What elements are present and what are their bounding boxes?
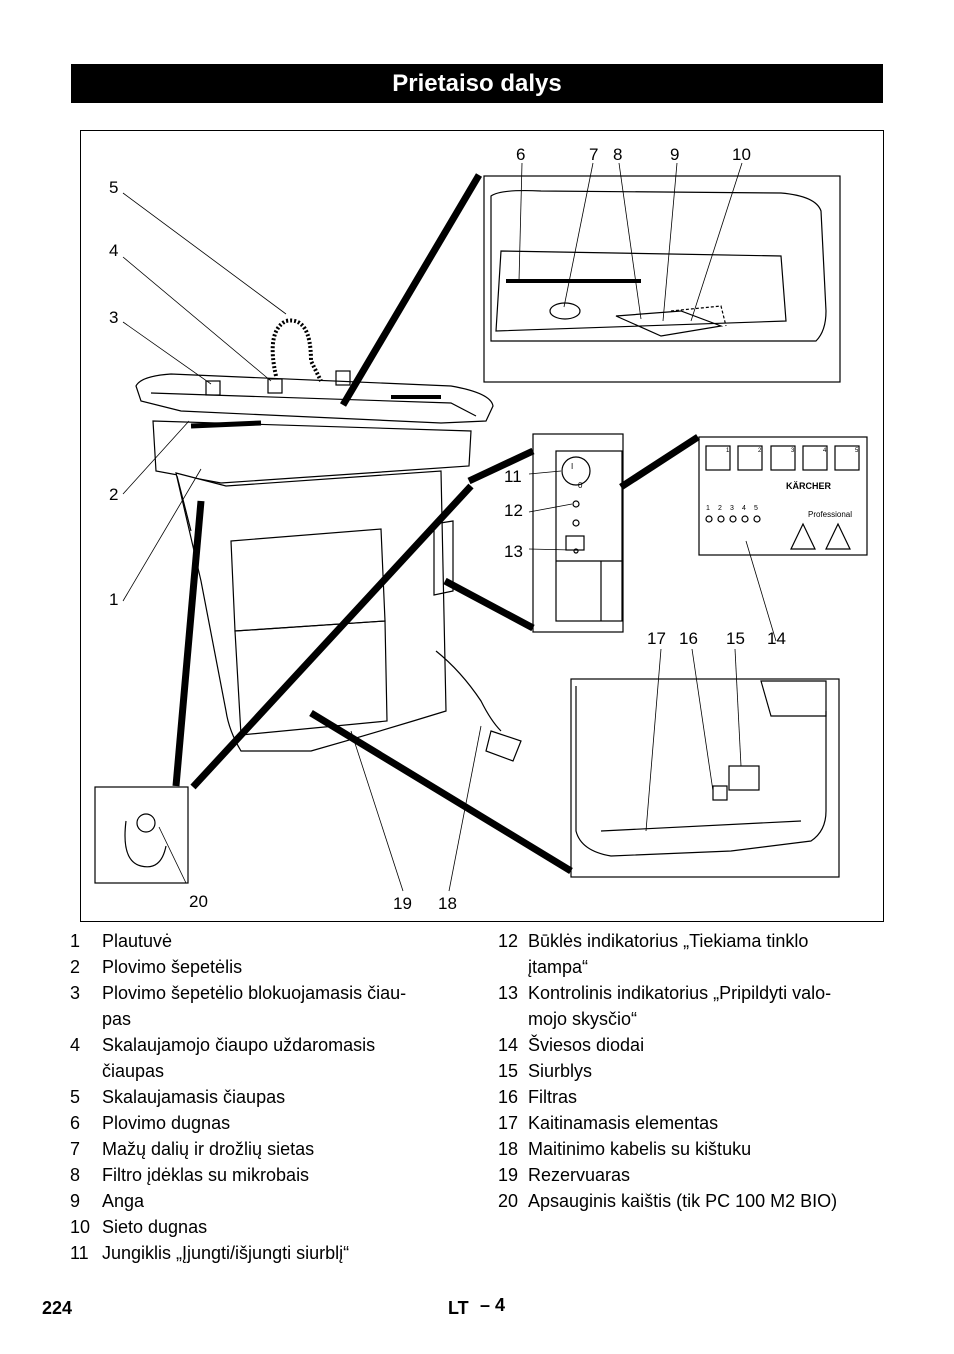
icon-number: 5 — [855, 448, 859, 454]
callout-2: 2 — [109, 485, 119, 504]
switch-mark-on: I — [571, 462, 574, 471]
callout-3: 3 — [109, 308, 119, 327]
callout-8: 8 — [613, 145, 623, 164]
panel-brand: KÄRCHER — [786, 481, 831, 491]
icon-number: 4 — [823, 448, 827, 454]
callout-14: 14 — [767, 629, 786, 648]
page-title: Prietaiso dalys — [392, 69, 562, 97]
callout-6: 6 — [516, 145, 526, 164]
led-number: 2 — [718, 505, 722, 512]
callout-12: 12 — [504, 501, 523, 520]
callout-19: 19 — [393, 894, 412, 913]
callout-5: 5 — [109, 178, 119, 197]
switch-mark-off: 0 — [578, 481, 583, 490]
page-title-bar: Prietaiso dalys — [71, 64, 883, 103]
callout-11: 11 — [504, 467, 522, 486]
parts-diagram: 6 7 8 9 10 5 4 3 2 1 11 12 13 17 16 15 1… — [80, 130, 884, 922]
icon-number: 3 — [791, 448, 795, 454]
legend-item: įtampa“ — [528, 957, 589, 977]
callout-20: 20 — [189, 892, 208, 911]
callout-4: 4 — [109, 241, 119, 260]
footer-page-ref: – 4 — [480, 1295, 506, 1315]
panel-label: Professional — [808, 510, 853, 519]
callout-1: 1 — [109, 590, 119, 609]
callout-18: 18 — [438, 894, 457, 913]
led-number: 5 — [754, 505, 758, 512]
callout-15: 15 — [726, 629, 745, 648]
callout-7: 7 — [589, 145, 599, 164]
led-number: 3 — [730, 505, 734, 512]
legend-item: čiaupas — [102, 1061, 165, 1081]
legend-item: mojo skysčio“ — [528, 1009, 638, 1029]
led-number: 4 — [742, 505, 746, 512]
diagram-drawing — [94, 162, 868, 892]
icon-number: 2 — [758, 448, 762, 454]
icon-number: 1 — [726, 448, 730, 454]
legend-item: pas — [102, 1009, 132, 1029]
callout-16: 16 — [679, 629, 698, 648]
callout-9: 9 — [670, 145, 680, 164]
led-number: 1 — [706, 505, 710, 512]
callout-13: 13 — [504, 542, 523, 561]
footer-lang: LT — [448, 1298, 469, 1318]
callout-10: 10 — [732, 145, 751, 164]
page-number: 224 — [42, 1298, 73, 1318]
callout-17: 17 — [647, 629, 666, 648]
